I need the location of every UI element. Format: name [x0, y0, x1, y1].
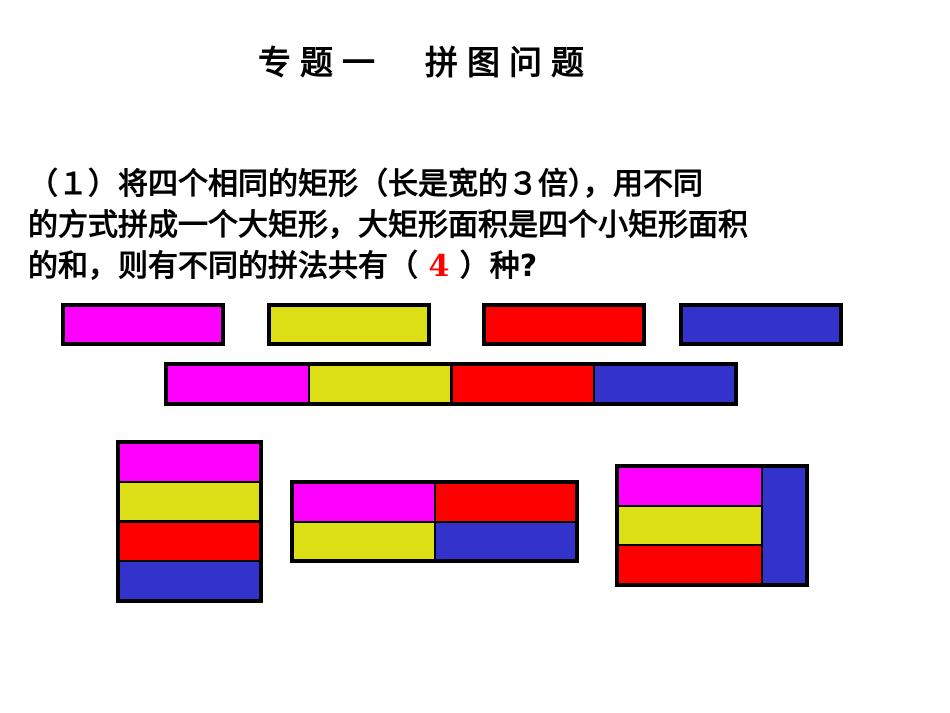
piece-yellow: [292, 521, 436, 561]
single-rect-red: [482, 303, 646, 346]
piece-blue: [118, 560, 261, 601]
arrangement-stack-with-vertical: [615, 464, 809, 587]
piece-blue: [434, 521, 577, 561]
slide-title: 专题一 拼图问题: [258, 43, 593, 82]
single-rect-yellow: [267, 303, 431, 346]
piece-yellow: [617, 505, 763, 546]
piece-yellow: [308, 364, 452, 404]
single-rect-magenta: [61, 303, 225, 346]
piece-blue: [593, 364, 736, 404]
question-line-2: 的方式拼成一个大矩形，大矩形面积是四个小矩形面积: [28, 208, 748, 243]
question-line-3-start: 的和，则有不同的拼法共有（: [28, 249, 429, 284]
piece-magenta: [166, 364, 310, 404]
answer-value: 4: [428, 249, 450, 284]
single-rect-blue: [679, 303, 843, 346]
question-line-3: 的和，则有不同的拼法共有（ 4 ）种?: [28, 246, 928, 287]
arrangement-2x2-grid: [290, 480, 579, 563]
piece-magenta: [118, 442, 261, 483]
piece-magenta: [617, 466, 763, 507]
piece-blue-vertical: [761, 466, 807, 585]
piece-red: [434, 482, 577, 523]
question-line-1: （１）将四个相同的矩形（长是宽的３倍），用不同: [28, 167, 703, 202]
piece-red: [451, 364, 595, 404]
arrangement-vertical-stack: [116, 440, 263, 603]
piece-red: [118, 521, 261, 562]
question-text: （１）将四个相同的矩形（长是宽的３倍），用不同 的方式拼成一个大矩形，大矩形面积…: [28, 164, 928, 287]
piece-magenta: [292, 482, 436, 523]
question-line-3-end: ）种?: [449, 249, 538, 284]
piece-yellow: [118, 481, 261, 522]
piece-red: [617, 544, 763, 585]
arrangement-horizontal-row: [164, 362, 738, 406]
